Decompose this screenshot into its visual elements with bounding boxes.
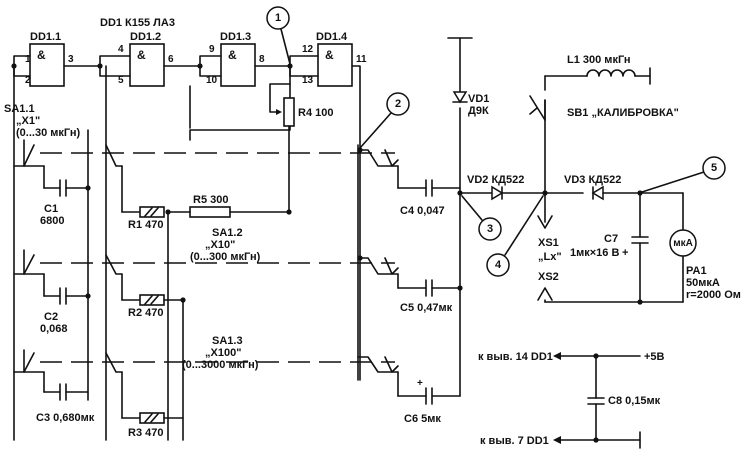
- calibration-section: L1 300 мкГн SB1 „КАЛИБРОВКА": [529, 54, 679, 121]
- callout-4: 4: [495, 259, 502, 271]
- gate-dd1-1-label: DD1.1: [30, 31, 61, 43]
- chip-title: DD1 К155 ЛА3: [100, 17, 175, 29]
- gate-dd1-3-pin-b: 10: [206, 75, 218, 86]
- gate-dd1-3-pin-out: 8: [259, 54, 265, 65]
- r2-label: R2 470: [128, 307, 163, 319]
- xs2-label: XS2: [538, 271, 559, 283]
- r3-label: R3 470: [128, 427, 163, 439]
- c3-label: C3 0,680мк: [36, 412, 95, 424]
- resistor-r5: R5 300: [167, 194, 290, 218]
- c1-name: C1: [44, 203, 58, 215]
- r5-label: R5 300: [193, 194, 228, 206]
- c6-label: C6 5мк: [404, 413, 441, 425]
- sa1-3-span: (0...3000 мкГн): [182, 359, 259, 371]
- callouts: 1 2 3 4 5: [266, 6, 726, 277]
- c2-name: C2: [44, 311, 58, 323]
- pa1-symbol: мкА: [673, 238, 693, 249]
- diode-vd1: VD1 Д9К: [452, 91, 489, 117]
- resistor-r4: R4 100: [269, 83, 333, 213]
- test-terminals: XS1 „Lx" XS2: [537, 99, 641, 303]
- gate-dd1-2-label: DD1.2: [130, 31, 161, 43]
- junctions: [11, 63, 643, 443]
- gate-dd1-4-label: DD1.4: [316, 31, 348, 43]
- power-pin14-label: к выв. 14 DD1: [478, 351, 553, 363]
- pa1-name: PA1: [686, 265, 707, 277]
- gate-dd1-3-label: DD1.3: [220, 31, 251, 43]
- sa1-1-span: (0...30 мкГн): [16, 127, 80, 139]
- gate-dd1-4-symbol: &: [325, 48, 334, 62]
- sa1-2-name: SA1.2: [212, 227, 243, 239]
- callout-5: 5: [711, 162, 717, 174]
- sa1-3-range: „X100": [205, 347, 241, 359]
- gate-dd1-4-pin-a: 12: [302, 44, 314, 55]
- sa1-2-span: (0...300 мкГн): [190, 251, 261, 263]
- gate-dd1-4: & DD1.4 12 13 11: [302, 31, 367, 87]
- gate-dd1-2-symbol: &: [137, 48, 146, 62]
- c4-label: C4 0,047: [400, 205, 445, 217]
- gate-wiring: [13, 55, 361, 441]
- vd1-name: VD1: [468, 93, 489, 105]
- gate-dd1-2: & DD1.2 4 5 6: [118, 31, 174, 87]
- power-pin7-label: к выв. 7 DD1: [480, 435, 549, 447]
- sa1-1-name: SA1.1: [4, 103, 35, 115]
- gate-dd1-2-pin-a: 4: [118, 44, 124, 55]
- power-plus5-label: +5В: [644, 351, 665, 363]
- gate-dd1-2-pin-out: 6: [168, 54, 174, 65]
- c5-label: C5 0,47мк: [400, 302, 453, 314]
- switch-sa1-1: SA1.1 „X1" (0...30 мкГн) C1 6800 R1 470 …: [4, 103, 461, 231]
- gate-dd1-3: & DD1.3 9 10 8: [206, 31, 265, 87]
- c6-plus: +: [417, 378, 423, 389]
- lx-label: „Lx": [538, 251, 562, 263]
- gate-dd1-2-pin-b: 5: [118, 75, 124, 86]
- switch-sa1-3: + SA1.3 „X100" (0...3000 мкГн) C3 0,680м…: [13, 335, 461, 439]
- gate-dd1-1-symbol: &: [37, 48, 46, 62]
- c2-value: 0,068: [40, 323, 68, 335]
- gate-dd1-1: & DD1.1 1 2 3: [25, 31, 74, 87]
- gate-dd1-1-pin-out: 3: [68, 54, 74, 65]
- switch-sa1-2: SA1.2 „X10" (0...300 мкГн) C2 0,068 R2 4…: [13, 227, 461, 335]
- pa1-resistance: r=2000 Ом: [686, 289, 741, 301]
- vd1-type: Д9К: [468, 105, 489, 117]
- c7-value: 1мк×16 В: [570, 247, 619, 259]
- gate-dd1-4-pin-b: 13: [302, 75, 314, 86]
- meter-section: мкА C7 1мк×16 В + PA1 50мкА r=2000 Ом: [570, 192, 741, 303]
- callout-1: 1: [275, 12, 281, 24]
- c8-label: C8 0,15мк: [608, 395, 661, 407]
- r4-label: R4 100: [298, 107, 333, 119]
- gate-dd1-3-pin-a: 9: [209, 44, 215, 55]
- diodes-vd2-vd3: VD2 КД522 VD3 КД522: [459, 174, 684, 201]
- xs1-label: XS1: [538, 237, 559, 249]
- c7-plus: +: [622, 247, 628, 259]
- gate-dd1-4-pin-out: 11: [356, 54, 367, 65]
- l1-label: L1 300 мкГн: [567, 54, 631, 66]
- callout-3: 3: [487, 223, 493, 235]
- sa1-3-name: SA1.3: [212, 335, 243, 347]
- callout-2: 2: [395, 98, 401, 110]
- gate-dd1-3-symbol: &: [228, 48, 237, 62]
- vd3-label: VD3 КД522: [564, 174, 621, 186]
- gate-dd1-1-pin-a: 1: [25, 54, 31, 65]
- c1-value: 6800: [40, 215, 64, 227]
- c7-name: C7: [604, 233, 618, 245]
- sa1-2-range: „X10": [205, 239, 235, 251]
- gate-dd1-1-pin-b: 2: [25, 75, 31, 86]
- detector-bus: [447, 37, 473, 397]
- power-section: к выв. 14 DD1 к выв. 7 DD1 +5В C8 0,15мк: [478, 351, 665, 449]
- sb1-label: SB1 „КАЛИБРОВКА": [567, 107, 679, 119]
- r1-label: R1 470: [128, 219, 163, 231]
- sa1-1-range: „X1": [16, 115, 40, 127]
- vd2-label: VD2 КД522: [467, 174, 524, 186]
- switch-linkages: [40, 152, 395, 363]
- pa1-current: 50мкА: [686, 277, 720, 289]
